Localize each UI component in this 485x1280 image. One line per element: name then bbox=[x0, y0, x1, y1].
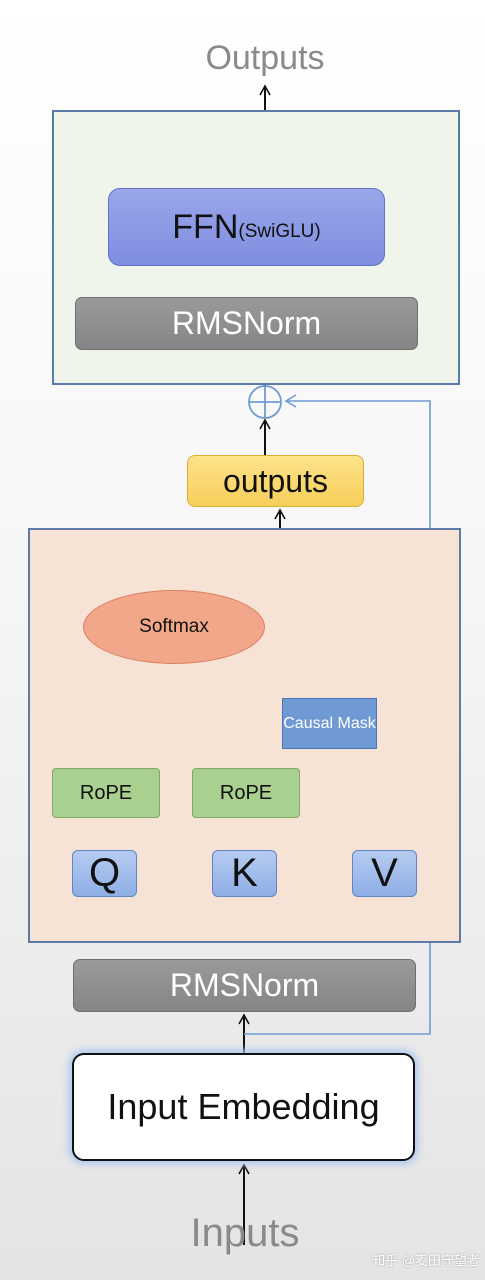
add-residual-middle-icon bbox=[248, 385, 282, 419]
rope-q-box: RoPE bbox=[52, 768, 160, 818]
attention-outputs-box: outputs bbox=[187, 455, 364, 507]
q-box: Q bbox=[72, 850, 137, 897]
rmsnorm-input: RMSNorm bbox=[73, 959, 416, 1012]
softmax-ellipse: Softmax bbox=[83, 590, 265, 664]
inputs-title: Inputs bbox=[190, 1210, 300, 1255]
ffn-box: FFN(SwiGLU) bbox=[108, 188, 385, 266]
rope-k-box: RoPE bbox=[192, 768, 300, 818]
input-embedding-box: Input Embedding bbox=[72, 1053, 415, 1161]
k-box: K bbox=[212, 850, 277, 897]
ffn-sub-label: (SwiGLU) bbox=[238, 221, 321, 242]
outputs-title: Outputs bbox=[205, 38, 325, 77]
watermark: 知乎 @麦田守望者 bbox=[372, 1252, 480, 1268]
causal-mask-box: Causal Mask bbox=[282, 698, 377, 749]
ffn-label: FFN bbox=[172, 207, 239, 246]
v-box: V bbox=[352, 850, 417, 897]
rmsnorm-ffn: RMSNorm bbox=[75, 297, 418, 350]
